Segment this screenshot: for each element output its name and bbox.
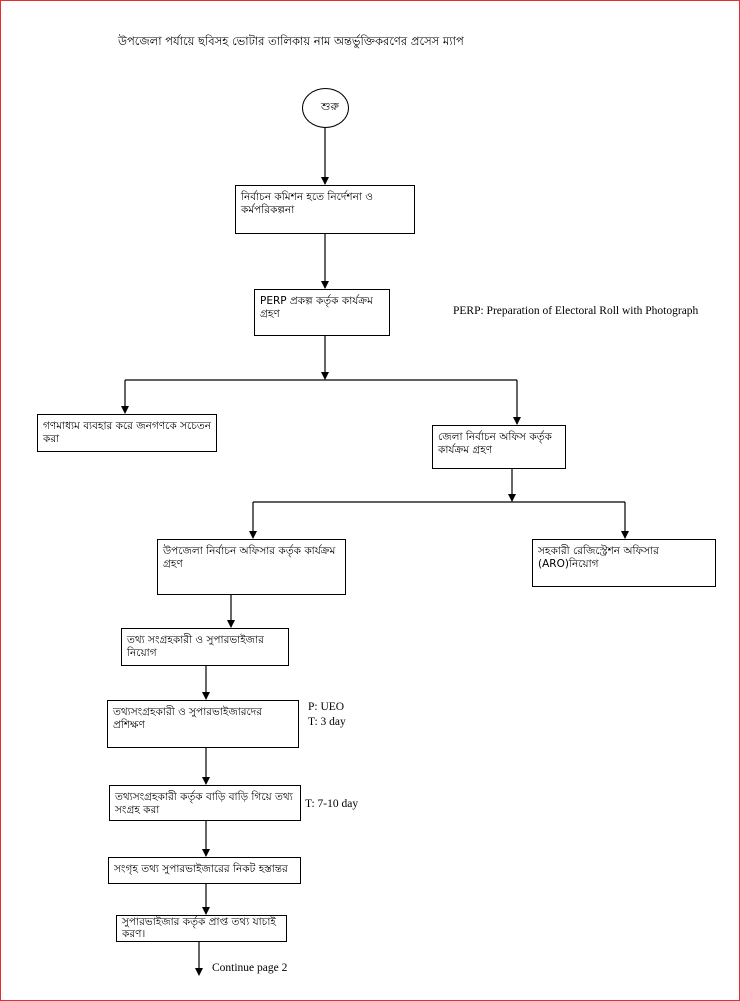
house-visit-box: তথ্যসংগ্রহকারী কর্তৃক বাড়ি বাড়ি গিয়ে … — [109, 785, 301, 821]
continue-note: Continue page 2 — [212, 962, 288, 974]
perp-definition-note: PERP: Preparation of Electoral Roll with… — [453, 305, 699, 317]
collector-appointment-box: তথ্য সংগ্রহকারী ও সুপারভাইজার নিয়োগ — [121, 628, 289, 666]
start-label: শুরু — [321, 100, 339, 113]
upazila-officer-box: উপজেলা নির্বাচন অফিসার কর্তৃক কার্যক্রম … — [157, 539, 346, 595]
training-box: তথ্যসংগ্রহকারী ও সুপারভাইজারদের প্রশিক্ষ… — [107, 700, 299, 748]
perp-program-box: PERP প্রকল্প কর্তৃক কার্যক্রম গ্রহণ — [254, 289, 390, 336]
aro-appointment-box: সহকারী রেজিস্ট্রেশন অফিসার (ARO)নিয়োগ — [532, 539, 716, 587]
ec-directive-box: নির্বাচন কমিশন হতে নির্দেশনা ও কর্মপরিকল… — [235, 185, 415, 234]
mass-media-box: গণমাধ্যম ব্যবহার করে জনগণকে সচেতন করা — [37, 414, 217, 452]
diagram-title: উপজেলা পর্যায়ে ছবিসহ ভোটার তালিকায় নাম… — [118, 34, 464, 48]
handover-box: সংগৃহ তথ্য সুপারভাইজারের নিকট হস্তান্তর — [108, 857, 301, 884]
verification-box: সুপারভাইজার কর্তৃক প্রাপ্ত তথ্য যাচাই কর… — [116, 915, 287, 942]
training-p-note: P: UEO — [308, 701, 345, 713]
training-t-note: T: 3 day — [308, 716, 346, 728]
start-node: শুরু — [302, 88, 349, 128]
district-office-box: জেলা নির্বাচন অফিস কর্তৃক কার্যক্রম গ্রহ… — [432, 425, 566, 469]
house-visit-t-note: T: 7-10 day — [305, 798, 359, 810]
